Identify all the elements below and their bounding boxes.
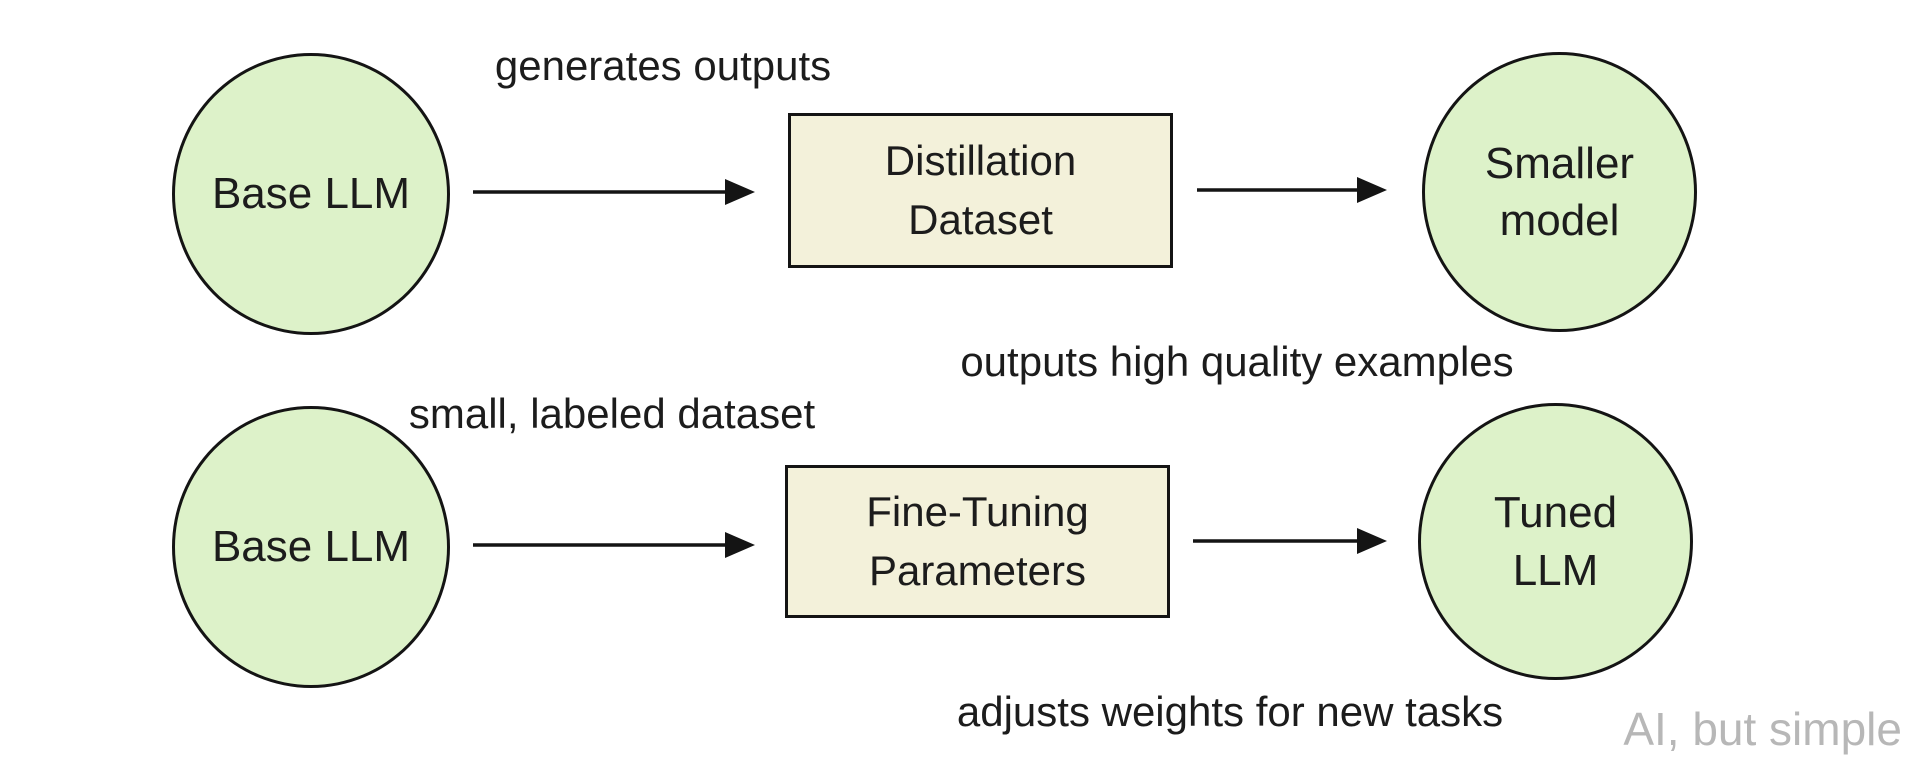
node-label: Base LLM: [211, 169, 411, 219]
node-label-line2: Dataset: [908, 195, 1053, 243]
node-label-line1: Distillation: [884, 136, 1077, 184]
arrowhead: [1357, 177, 1387, 203]
arrow-label-generates-outputs: generates outputs: [494, 42, 832, 89]
node-label: Base LLM: [211, 522, 411, 572]
arrow-finetuning-to-tuned-llm-icon: [1193, 528, 1387, 554]
node-label-line2: model: [1499, 196, 1620, 245]
arrow-label-small-labeled-dataset: small, labeled dataset: [408, 390, 816, 437]
arrow-base-llm-to-finetuning-icon: [473, 532, 755, 558]
node-smaller-model: Smaller model: [1422, 52, 1697, 332]
node-label-line1: Fine-Tuning: [866, 487, 1089, 535]
node-tuned-llm: Tuned LLM: [1418, 403, 1693, 680]
arrow-distillation-to-smaller-model-icon: [1197, 177, 1387, 203]
caption-adjusts-weights-for-new-tasks: adjusts weights for new tasks: [956, 688, 1504, 735]
arrowhead: [725, 532, 755, 558]
node-base-llm-top: Base LLM: [172, 53, 450, 335]
arrowhead: [725, 179, 755, 205]
watermark: AI, but simple: [1623, 703, 1902, 755]
node-distillation-dataset: Distillation Dataset: [788, 113, 1173, 268]
node-fine-tuning-parameters: Fine-Tuning Parameters: [785, 465, 1170, 618]
node-base-llm-bottom: Base LLM: [172, 406, 450, 688]
arrowhead: [1357, 528, 1387, 554]
arrow-base-llm-to-distillation-icon: [473, 179, 755, 205]
caption-outputs-high-quality-examples: outputs high quality examples: [960, 338, 1514, 385]
node-label-line2: Parameters: [868, 546, 1087, 594]
node-label-line2: LLM: [1512, 545, 1599, 595]
node-label-line1: Smaller: [1484, 138, 1635, 188]
node-label-line1: Tuned: [1493, 488, 1618, 538]
